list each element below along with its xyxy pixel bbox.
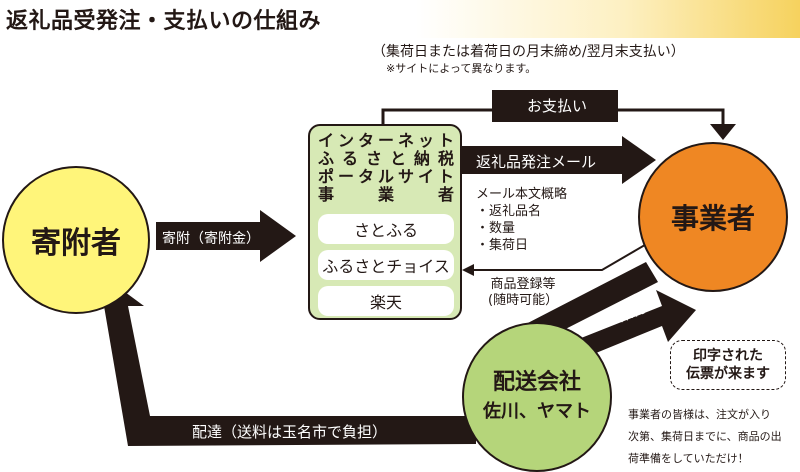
order-mail-label: 返礼品発注メール — [476, 153, 597, 171]
site-satofull: さとふる — [318, 214, 454, 244]
payment-arrow-head — [710, 124, 736, 140]
shipping-label: 配送会社 — [492, 370, 581, 395]
registration-line: 商品登録等 — [490, 277, 556, 292]
portal-title-line: インターネット — [318, 131, 454, 150]
portal-box: インターネット ふるさと納税 ポータルサイト 事 業 者 さとふる ふるさとチョ… — [308, 124, 462, 320]
business-label: 事業者 — [670, 202, 755, 235]
closing-line: 荷準備をしていただけ！ — [628, 452, 749, 465]
bubble-line: 印字された — [693, 348, 763, 364]
pickup-arrow-upper — [566, 290, 696, 362]
closing-note: 事業者の皆様は、注文が入り 次第、集荷日までに、商品の出 荷準備をしていただけ！ — [628, 404, 798, 470]
carriers-label: 佐川、ヤマト — [483, 401, 591, 422]
registration-note: 商品登録等 (随時可能） — [488, 277, 558, 309]
order-mail-arrow — [462, 136, 656, 184]
closing-line: 事業者の皆様は、注文が入り — [628, 408, 771, 421]
delivery-arrow — [88, 284, 476, 446]
registration-arrow-head — [462, 264, 474, 276]
donor-node: 寄附者 — [2, 166, 150, 314]
bubble-line: 伝票が来ます — [686, 366, 770, 382]
site-variance-note: ※サイトによって異なります。 — [386, 62, 537, 75]
site-rakuten: 楽天 — [318, 286, 454, 316]
portal-title-line: ポータルサイト — [318, 167, 454, 186]
delivery-label: 配達（送料は玉名市で負担） — [192, 423, 388, 441]
portal-title-line: ふるさと納税 — [318, 149, 454, 168]
page-title: 返礼品受発注・支払いの仕組み — [6, 9, 322, 34]
site-furusato-choice: ふるさとチョイス — [318, 250, 454, 280]
donation-arrow — [156, 210, 296, 262]
label-bubble: 印字された 伝票が来ます — [670, 340, 786, 390]
payment-label-box — [492, 90, 618, 122]
title-band — [0, 0, 800, 38]
portal-title-line: 事 業 者 — [318, 185, 454, 204]
donation-label: 寄附（寄附金） — [162, 231, 260, 247]
closing-line: 次第、集荷日までに、商品の出 — [628, 430, 782, 443]
shipping-node: 配送会社 佐川、ヤマト — [462, 322, 612, 472]
donor-label: 寄附者 — [31, 226, 121, 261]
payment-label: お支払い — [527, 97, 588, 115]
mail-summary-item: ・集荷日 — [476, 238, 529, 253]
mail-summary-item: ・返礼品名 — [476, 204, 542, 219]
registration-line: (随時可能） — [488, 293, 559, 308]
mail-summary-heading: メール本文概略 — [476, 187, 568, 202]
payment-terms-note: （集荷日または着荷日の月末締め/翌月末支払い） — [372, 44, 685, 60]
mail-summary: メール本文概略 ・返礼品名 ・数量 ・集荷日 — [476, 186, 567, 254]
registration-arrow-shaft — [470, 241, 651, 271]
mail-summary-item: ・数量 — [476, 221, 516, 236]
business-node: 事業者 — [638, 142, 788, 292]
